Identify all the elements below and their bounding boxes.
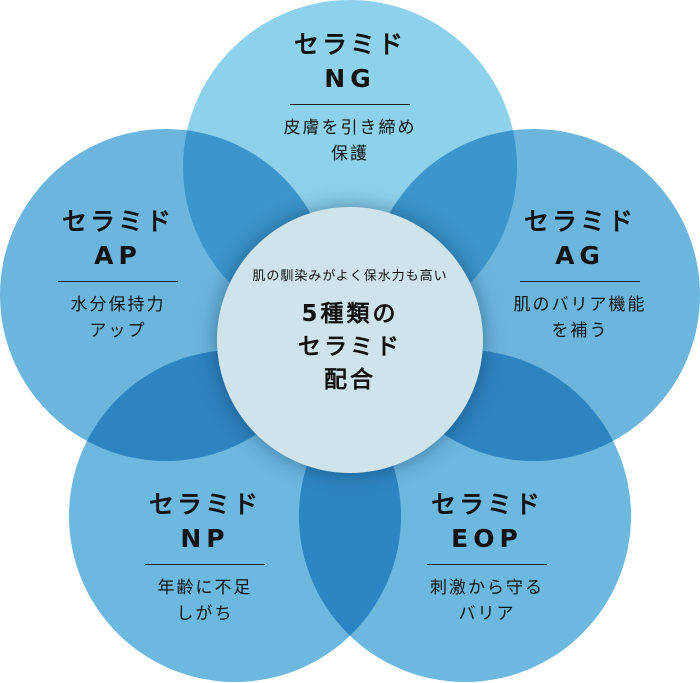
petal-body: 年齢に不足 (157, 578, 253, 598)
center-title-line: セラミド (298, 334, 402, 360)
petal-body: 肌のバリア機能 (513, 295, 647, 315)
divider (427, 564, 547, 565)
petal-np: セラミド NP 年齢に不足 しがち (105, 488, 305, 627)
center-circle: 肌の馴染みがよく保水力も高い 5種類の セラミド 配合 (217, 207, 483, 473)
divider (145, 564, 265, 565)
petal-body: 保護 (331, 144, 369, 164)
center-title-line: 配合 (324, 367, 376, 393)
petal-ag: セラミド AG 肌のバリア機能 を補う (480, 205, 680, 344)
divider (58, 281, 178, 282)
petal-body: 水分保持力 (70, 295, 166, 315)
petal-body: しがち (176, 604, 234, 624)
petal-body: バリア (458, 604, 516, 624)
petal-code: AG (555, 241, 605, 270)
petal-code: AP (94, 241, 142, 270)
petal-body: を補う (551, 321, 609, 341)
petal-body: 刺激から守る (430, 578, 544, 598)
divider (290, 104, 410, 105)
petal-ap: セラミド AP 水分保持力 アップ (18, 205, 218, 344)
petal-title: セラミド (293, 30, 406, 59)
center-subtitle: 肌の馴染みがよく保水力も高い (252, 269, 448, 284)
petal-code: NG (324, 64, 376, 93)
petal-code: NP (180, 524, 230, 553)
petal-body: 皮膚を引き締め (283, 118, 417, 138)
petal-code: EOP (451, 524, 523, 553)
petal-title: セラミド (148, 490, 261, 519)
petal-body: アップ (89, 321, 147, 341)
petal-title: セラミド (430, 490, 543, 519)
petal-title: セラミド (523, 207, 636, 236)
center-title-line: 5種類の (301, 301, 399, 327)
center-title: 5種類の セラミド 配合 (217, 298, 483, 397)
divider (520, 281, 640, 282)
petal-eop: セラミド EOP 刺激から守る バリア (387, 488, 587, 627)
petal-ng: セラミド NG 皮膚を引き締め 保護 (250, 28, 450, 167)
petal-title: セラミド (61, 207, 174, 236)
